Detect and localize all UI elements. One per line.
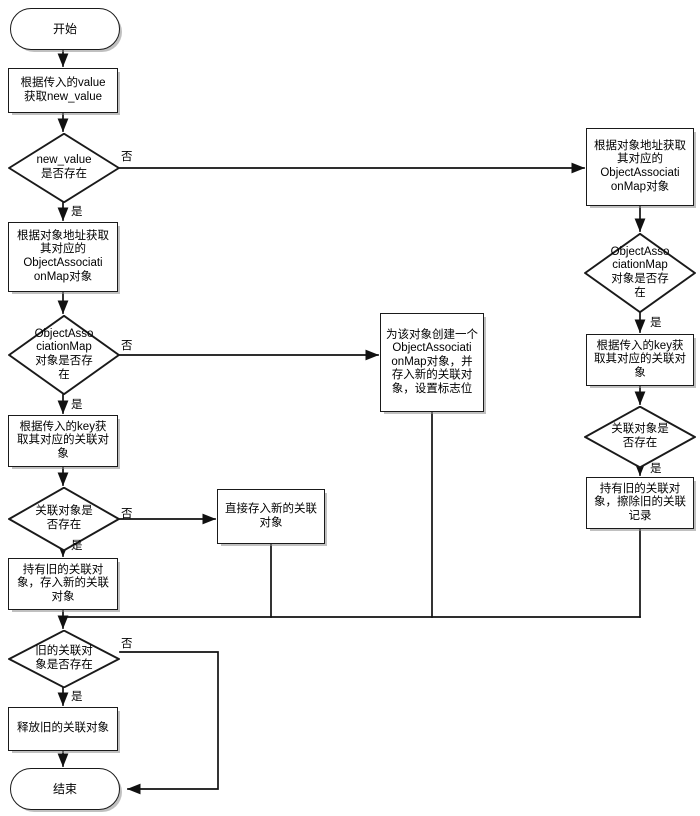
edge-label-yes-right-oam: 是 (650, 317, 662, 329)
node-left-get-object-association-map[interactable]: 根据对象地址获取 其对应的 ObjectAssociati onMap对象 (8, 222, 118, 292)
edge-label-yes-left-oam: 是 (71, 399, 83, 411)
node-right-get-object-association-map[interactable]: 根据对象地址获取 其对应的 ObjectAssociati onMap对象 (586, 128, 694, 206)
node-get-new-value-label: 根据传入的value 获取new_value (20, 76, 106, 103)
node-decision-left-assoc-label: 关联对象是 否存在 (35, 505, 93, 531)
node-hold-old-erase-record[interactable]: 持有旧的关联对 象，擦除旧的关联 记录 (586, 477, 694, 529)
node-get-new-value[interactable]: 根据传入的value 获取new_value (8, 68, 118, 113)
edge-label-no-old-assoc: 否 (121, 638, 133, 650)
edge-label-yes-new-value: 是 (71, 206, 83, 218)
diamond-shape (8, 630, 120, 688)
node-right-get-oam-label: 根据对象地址获取 其对应的 ObjectAssociati onMap对象 (594, 139, 686, 193)
node-right-get-associated-object[interactable]: 根据传入的key获 取其对应的关联对 象 (586, 334, 694, 386)
node-hold-old-store-new-label: 持有旧的关联对 象，存入新的关联 对象 (17, 563, 109, 603)
diamond-shape (8, 133, 120, 203)
edge-label-no-left-oam: 否 (121, 340, 133, 352)
edge-label-yes-old-assoc: 是 (71, 691, 83, 703)
node-decision-old-assoc-exists[interactable]: 旧的关联对 象是否存在 (8, 630, 120, 688)
node-store-new-directly-label: 直接存入新的关联 对象 (225, 502, 317, 529)
diamond-shape (8, 315, 120, 395)
node-end-label: 结束 (52, 781, 77, 796)
edge-label-no-new-value: 否 (121, 151, 133, 163)
node-start[interactable]: 开始 (10, 8, 120, 50)
node-decision-left-oam-exists[interactable]: ObjectAsso ciationMap 对象是否存 在 (8, 315, 120, 395)
edge-label-yes-left-assoc: 是 (71, 540, 83, 552)
node-start-label: 开始 (52, 21, 77, 36)
node-hold-old-erase-label: 持有旧的关联对 象，擦除旧的关联 记录 (594, 482, 686, 522)
node-left-get-associated-object[interactable]: 根据传入的key获 取其对应的关联对 象 (8, 415, 118, 467)
node-hold-old-store-new[interactable]: 持有旧的关联对 象，存入新的关联 对象 (8, 558, 118, 610)
node-decision-right-oam-label: ObjectAsso ciationMap 对象是否存 在 (610, 245, 670, 299)
edge-label-no-left-assoc: 否 (121, 508, 133, 520)
node-decision-right-oam-exists[interactable]: ObjectAsso ciationMap 对象是否存 在 (584, 233, 696, 313)
node-left-get-assoc-label: 根据传入的key获 取其对应的关联对 象 (17, 420, 109, 460)
node-store-new-directly[interactable]: 直接存入新的关联 对象 (217, 489, 325, 544)
node-create-oam-label: 为该对象创建一个 ObjectAssociati onMap对象，并 存入新的关… (386, 328, 478, 395)
node-left-get-oam-label: 根据对象地址获取 其对应的 ObjectAssociati onMap对象 (17, 229, 109, 283)
node-release-old-associated-object[interactable]: 释放旧的关联对象 (8, 707, 118, 751)
edge-label-yes-right-assoc: 是 (650, 463, 662, 475)
node-decision-right-assoc-exists[interactable]: 关联对象是 否存在 (584, 406, 696, 468)
node-decision-left-assoc-exists[interactable]: 关联对象是 否存在 (8, 487, 120, 551)
node-decision-new-value-exists[interactable]: new_value 是否存在 (8, 133, 120, 203)
edge-decision-old-no-to-end (119, 651, 219, 795)
node-end[interactable]: 结束 (10, 768, 120, 810)
node-decision-right-assoc-label: 关联对象是 否存在 (611, 423, 669, 449)
node-decision-left-oam-label: ObjectAsso ciationMap 对象是否存 在 (34, 327, 94, 381)
node-decision-new-value-label: new_value 是否存在 (36, 154, 92, 180)
node-create-object-association-map[interactable]: 为该对象创建一个 ObjectAssociati onMap对象，并 存入新的关… (380, 313, 484, 412)
node-decision-old-assoc-label: 旧的关联对 象是否存在 (35, 645, 93, 671)
node-right-get-assoc-label: 根据传入的key获 取其对应的关联对 象 (594, 339, 686, 379)
node-release-old-label: 释放旧的关联对象 (17, 722, 109, 735)
